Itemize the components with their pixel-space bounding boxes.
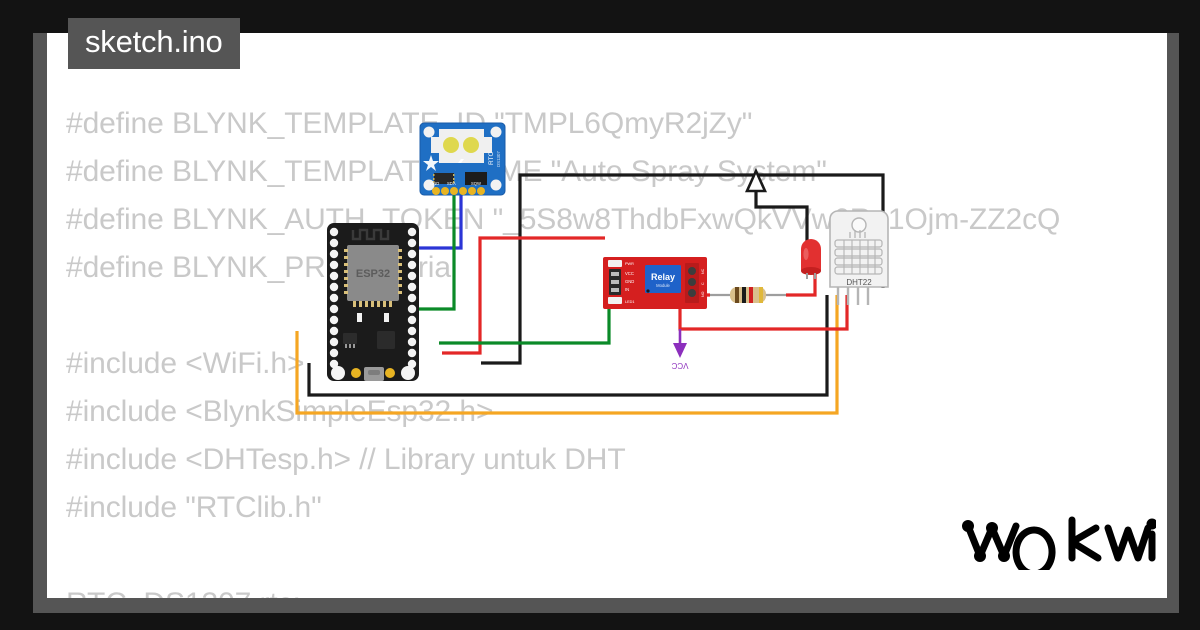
circuit-diagram[interactable]: VCC (47, 33, 1167, 598)
wire-green-in (439, 270, 611, 345)
part-relay-module[interactable]: PWR VCC GND IN LED1 Relay Module NC (603, 257, 707, 309)
esp32-left-header[interactable] (329, 227, 339, 369)
rtc-silkscreen-label: RTC (488, 151, 495, 165)
part-esp32-devkit[interactable]: ESP32 (327, 223, 419, 381)
dht22-body-label: DHT22 (846, 278, 872, 287)
relay-pin-label-pwr: PWR (625, 262, 634, 266)
part-rtc-ds1307[interactable]: RTC DS1307 GND SDA SQW (419, 122, 506, 196)
wire-orange-dht-data (295, 295, 839, 415)
wokwi-logo-icon (962, 516, 1158, 578)
vcc-symbol[interactable]: VCC (671, 329, 688, 370)
rtc-silkscreen-part: DS1307 (496, 151, 501, 167)
part-led-red[interactable] (801, 239, 821, 279)
wokwi-logo (956, 508, 1158, 578)
wire-black-led-cathode (754, 185, 809, 265)
file-tab-sketch-ino[interactable]: sketch.ino (68, 18, 240, 69)
relay-body-sublabel: Module (656, 283, 670, 288)
relay-pin-label-led1: LED1 (625, 300, 635, 304)
relay-pin-label-gnd: GND (625, 279, 634, 284)
relay-terminal-label-no: NO (701, 291, 705, 297)
relay-pin-label-in: IN (625, 287, 629, 292)
rtc-pin-label-sda: SDA (447, 181, 456, 186)
rtc-pin-label-sqw: SQW (471, 181, 481, 186)
relay-pin-label-vcc: VCC (625, 271, 634, 276)
vcc-label: VCC (671, 361, 688, 370)
wire-green-scl (415, 193, 456, 311)
wire-blue-sda (415, 193, 463, 250)
esp32-board-label: ESP32 (356, 268, 390, 280)
part-resistor[interactable] (710, 287, 786, 303)
esp32-right-header[interactable] (407, 227, 417, 369)
diagram-canvas[interactable]: #define BLYNK_TEMPLATE_ID "TMPL6QmyR2jZy… (47, 33, 1167, 598)
wire-red-vcc-rail (678, 295, 849, 331)
relay-body-label: Relay (651, 272, 675, 282)
relay-terminal-label-c: C (701, 282, 705, 285)
wire-red-vcc (442, 236, 605, 355)
gnd-symbol[interactable] (744, 167, 768, 193)
part-dht22[interactable]: DHT22 (829, 210, 889, 305)
relay-terminal-label-nc: NC (701, 268, 705, 274)
rtc-pin-label-gnd: GND (430, 181, 439, 186)
wire-black-dht-gnd (307, 295, 829, 397)
